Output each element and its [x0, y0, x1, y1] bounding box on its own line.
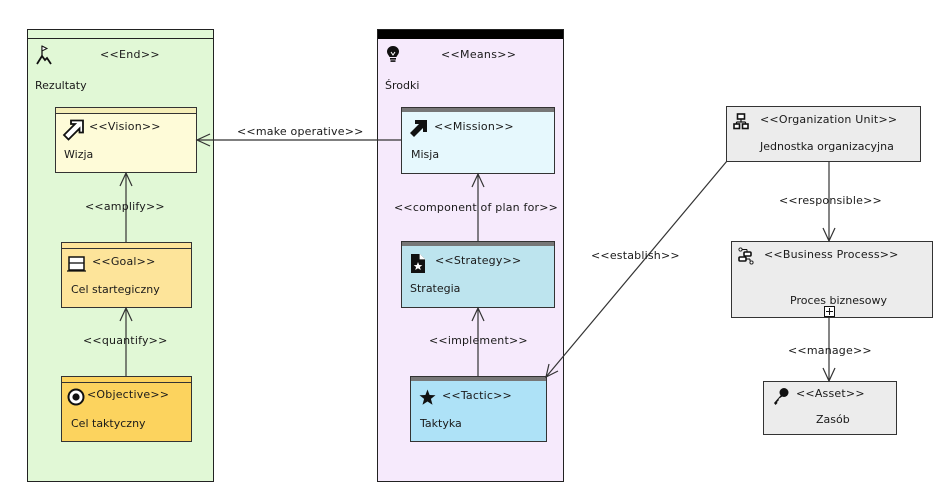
responsible-arrowhead: [822, 227, 836, 243]
quantify-label: <<quantify>>: [83, 334, 168, 347]
business-process-icon: [738, 247, 754, 265]
organization-unit-name: Jednostka organizacyjna: [760, 140, 894, 153]
vision-element[interactable]: <<Vision>> Wizja: [55, 107, 197, 173]
asset-name: Zasób: [816, 413, 850, 426]
business-process-stereotype: <<Business Process>>: [764, 248, 899, 261]
goal-header-bar: [62, 243, 191, 249]
strategy-stereotype: <<Strategy>>: [435, 254, 522, 267]
make-operative-label: <<make operative>>: [237, 125, 364, 138]
organization-unit-icon: [733, 113, 749, 130]
end-flag-mountain-icon: [36, 45, 52, 65]
tactic-name: Taktyka: [420, 417, 462, 430]
strategy-name: Strategia: [410, 282, 461, 295]
mission-element[interactable]: <<Mission>> Misja: [401, 107, 555, 174]
objective-element[interactable]: <Objective>> Cel taktyczny: [61, 376, 192, 442]
means-container-header: [378, 30, 563, 39]
establish-label: <<establish>>: [591, 249, 680, 262]
business-process-name: Proces biznesowy: [790, 294, 888, 307]
vision-name: Wizja: [64, 148, 94, 161]
manage-arrowhead: [822, 367, 836, 383]
goal-stereotype: <<Goal>>: [92, 255, 156, 268]
vision-arrow-icon: [62, 119, 84, 141]
strategy-element[interactable]: <<Strategy>> Strategia: [401, 241, 555, 308]
objective-target-icon: [67, 388, 85, 406]
implement-label: <<implement>>: [429, 334, 528, 347]
means-name: Środki: [385, 79, 420, 92]
mission-stereotype: <<Mission>>: [434, 120, 514, 133]
ends-stereotype: <<End>>: [100, 48, 160, 61]
mission-name: Misja: [411, 148, 440, 161]
responsible-label: <<responsible>>: [779, 194, 882, 207]
objective-header-bar: [62, 377, 191, 383]
goal-icon: [67, 256, 86, 272]
tactic-stereotype: <<Tactic>>: [442, 389, 512, 402]
goal-name: Cel startegiczny: [71, 283, 160, 296]
ends-container-header: [28, 30, 213, 39]
business-process-element[interactable]: <<Business Process>> Proces biznesowy: [731, 241, 933, 318]
vision-header-bar: [56, 108, 196, 114]
mission-header-bar: [402, 108, 554, 112]
objective-name: Cel taktyczny: [71, 417, 146, 430]
tactic-header-bar: [411, 377, 546, 381]
component-of-plan-for-label: <<component of plan for>>: [394, 201, 559, 214]
tactic-star-icon: [419, 389, 436, 405]
vision-stereotype: <<Vision>>: [89, 120, 161, 133]
manage-label: <<manage>>: [788, 344, 872, 357]
organization-unit-element[interactable]: <<Organization Unit>> Jednostka organiza…: [726, 106, 921, 162]
goal-element[interactable]: <<Goal>> Cel startegiczny: [61, 242, 192, 308]
tactic-element[interactable]: <<Tactic>> Taktyka: [410, 376, 547, 442]
ends-name: Rezultaty: [35, 79, 87, 92]
lightbulb-icon: [387, 46, 399, 62]
mission-arrow-icon: [410, 120, 427, 137]
amplify-label: <<amplify>>: [85, 200, 165, 213]
organization-unit-stereotype: <<Organization Unit>>: [760, 113, 898, 126]
strategy-header-bar: [402, 242, 554, 246]
objective-stereotype: <Objective>>: [87, 388, 170, 401]
establish-line[interactable]: [545, 160, 728, 378]
asset-stereotype: <<Asset>>: [796, 387, 865, 400]
expand-plus-icon[interactable]: [824, 306, 835, 317]
strategy-document-star-icon: [411, 254, 425, 273]
means-stereotype: <<Means>>: [441, 48, 517, 61]
asset-key-icon: [774, 388, 789, 405]
asset-element[interactable]: <<Asset>> Zasób: [763, 381, 897, 435]
